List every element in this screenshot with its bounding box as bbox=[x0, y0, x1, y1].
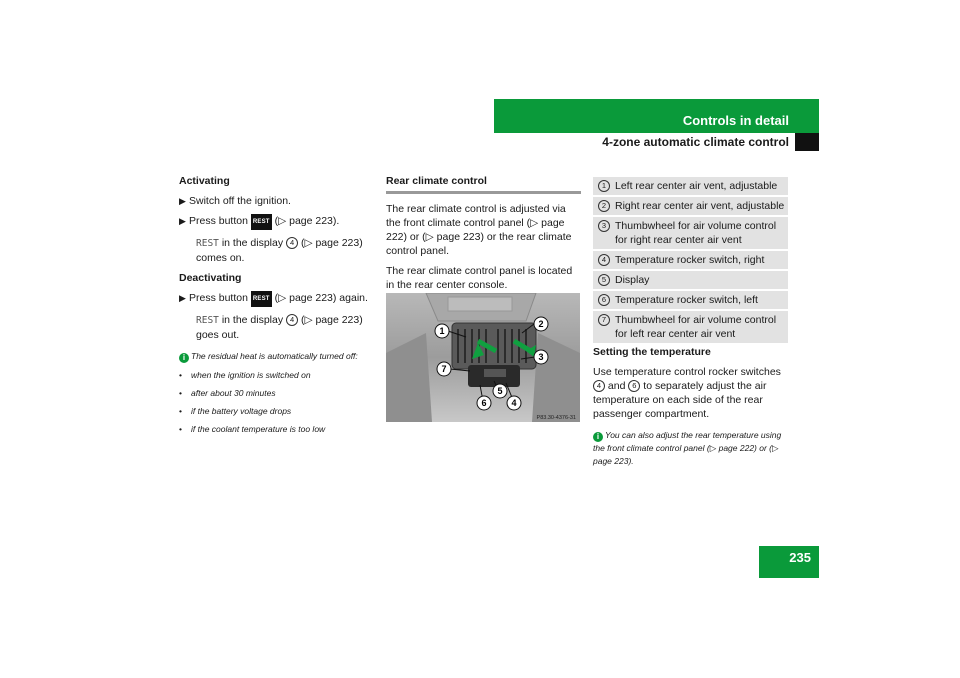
paragraph: Use temperature control rocker switches … bbox=[593, 366, 781, 420]
right-column: Setting the temperature Use temperature … bbox=[593, 345, 793, 468]
svg-text:2: 2 bbox=[538, 319, 543, 329]
section-title: Controls in detail bbox=[682, 113, 789, 128]
step-switch-off: ▶Switch off the ignition. bbox=[179, 195, 291, 207]
legend-row: 3 Thumbwheel for air volume control for … bbox=[593, 217, 788, 249]
page-number: 235 bbox=[789, 550, 811, 565]
list-item: •when the ignition is switched on bbox=[179, 370, 311, 380]
middle-column: Rear climate control The rear climate co… bbox=[386, 174, 581, 292]
legend-row: 2 Right rear center air vent, adjustable bbox=[593, 197, 788, 215]
step-arrow-icon: ▶ bbox=[179, 196, 186, 206]
callout-1-icon: 1 bbox=[598, 180, 610, 192]
svg-text:3: 3 bbox=[538, 352, 543, 362]
callout-7-icon: 7 bbox=[436, 361, 452, 377]
rear-console-photo: 1 2 3 4 5 6 7 P83.30-4376-31 bbox=[386, 293, 580, 422]
callout-4-icon: 4 bbox=[286, 314, 299, 326]
step-press-button: ▶Press button REST (▷ page 223). bbox=[179, 214, 379, 230]
display-note-off: REST in the display 4 (▷ page 223) goes … bbox=[196, 314, 363, 341]
activating-heading: Activating bbox=[179, 175, 230, 187]
list-item: •if the coolant temperature is too low bbox=[179, 424, 326, 434]
left-column: Activating ▶Switch off the ignition. ▶Pr… bbox=[179, 174, 379, 435]
subsection-bar: 4-zone automatic climate control bbox=[494, 133, 819, 151]
callout-4-icon: 4 bbox=[286, 237, 299, 249]
legend-row: 7 Thumbwheel for air volume control for … bbox=[593, 311, 788, 343]
rest-button-icon: REST bbox=[250, 214, 272, 230]
display-note-on: REST in the display 4 (▷ page 223) comes… bbox=[196, 237, 363, 264]
list-item: •after about 30 minutes bbox=[179, 388, 276, 398]
callout-4-icon: 4 bbox=[593, 380, 605, 392]
svg-text:7: 7 bbox=[441, 364, 446, 374]
legend-row: 6 Temperature rocker switch, left bbox=[593, 291, 788, 309]
svg-text:5: 5 bbox=[497, 386, 502, 396]
rest-button-icon: REST bbox=[250, 291, 272, 307]
callout-6-icon: 6 bbox=[598, 294, 610, 306]
header-marker bbox=[795, 133, 819, 151]
paragraph: The rear climate control is adjusted via… bbox=[386, 203, 572, 257]
setting-temperature-heading: Setting the temperature bbox=[593, 346, 711, 358]
callout-4-icon: 4 bbox=[506, 395, 522, 411]
callout-2-icon: 2 bbox=[598, 200, 610, 212]
rear-climate-heading: Rear climate control bbox=[386, 174, 581, 194]
list-item: •if the battery voltage drops bbox=[179, 406, 292, 416]
callout-3-icon: 3 bbox=[533, 349, 549, 365]
step-press-button-again: ▶Press button REST (▷ page 223) again. bbox=[179, 291, 379, 307]
step-arrow-icon: ▶ bbox=[179, 293, 186, 303]
legend-row: 4 Temperature rocker switch, right bbox=[593, 251, 788, 269]
callout-5-icon: 5 bbox=[492, 383, 508, 399]
callout-1-icon: 1 bbox=[434, 323, 450, 339]
svg-text:6: 6 bbox=[481, 398, 486, 408]
subsection-title: 4-zone automatic climate control bbox=[602, 135, 789, 149]
callout-2-icon: 2 bbox=[533, 316, 549, 332]
info-icon: i bbox=[179, 353, 189, 363]
info-icon: i bbox=[593, 432, 603, 442]
header-bar: Controls in detail bbox=[494, 99, 819, 133]
callout-3-icon: 3 bbox=[598, 220, 610, 232]
page-number-box: 235 bbox=[759, 546, 819, 578]
photo-code: P83.30-4376-31 bbox=[537, 415, 576, 421]
svg-text:4: 4 bbox=[511, 398, 516, 408]
legend-table: 1 Left rear center air vent, adjustable … bbox=[593, 177, 788, 345]
step-arrow-icon: ▶ bbox=[179, 216, 186, 226]
svg-text:1: 1 bbox=[439, 326, 444, 336]
deactivating-heading: Deactivating bbox=[179, 272, 242, 284]
callout-5-icon: 5 bbox=[598, 274, 610, 286]
callout-6-icon: 6 bbox=[476, 395, 492, 411]
legend-row: 5 Display bbox=[593, 271, 788, 289]
callout-7-icon: 7 bbox=[598, 314, 610, 326]
callout-6-icon: 6 bbox=[628, 380, 641, 392]
legend-row: 1 Left rear center air vent, adjustable bbox=[593, 177, 788, 195]
callout-4-icon: 4 bbox=[598, 254, 610, 266]
paragraph: The rear climate control panel is locate… bbox=[386, 265, 573, 291]
